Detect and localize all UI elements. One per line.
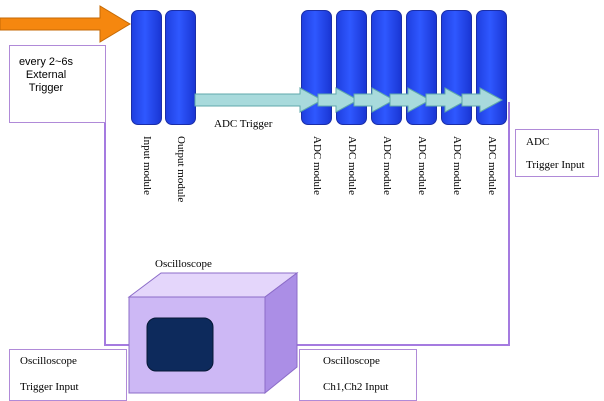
oscilloscope-ch-input-box: Oscilloscope Ch1,Ch2 Input <box>299 349 417 401</box>
external-trigger-arrow <box>0 5 131 43</box>
oscilloscope-ch-input-line1: Oscilloscope <box>323 355 380 367</box>
adc-module-6 <box>476 10 507 125</box>
adc-module-5 <box>441 10 472 125</box>
oscilloscope-ch-input-line2: Ch1,Ch2 Input <box>323 381 389 393</box>
adc-module-label-1: ADC module <box>311 136 323 195</box>
adc-module-label-2: ADC module <box>346 136 358 195</box>
external-trigger-box: every 2~6s External Trigger <box>9 45 106 123</box>
input-module-label: Input module <box>141 136 153 195</box>
external-trigger-line2: External <box>25 69 67 81</box>
adc-module-1 <box>301 10 332 125</box>
adc-trigger-input-line2: Trigger Input <box>526 159 585 171</box>
adc-module-label-3: ADC module <box>381 136 393 195</box>
oscilloscope-screen <box>146 317 214 372</box>
adc-module-4 <box>406 10 437 125</box>
oscilloscope-trigger-input-line1: Oscilloscope <box>20 355 77 367</box>
adc-output-wire <box>216 102 510 351</box>
oscilloscope-title: Oscilloscope <box>155 258 212 270</box>
oscilloscope-icon <box>127 272 299 395</box>
output-module <box>165 10 196 125</box>
external-trigger-line1: every 2~6s <box>18 56 74 68</box>
adc-module-2 <box>336 10 367 125</box>
adc-module-3 <box>371 10 402 125</box>
oscilloscope-trigger-input-line2: Trigger Input <box>20 381 79 393</box>
adc-trigger-label: ADC Trigger <box>214 118 273 130</box>
adc-module-label-6: ADC module <box>486 136 498 195</box>
adc-module-label-5: ADC module <box>451 136 463 195</box>
adc-trigger-input-box: ADC Trigger Input <box>515 129 599 177</box>
adc-trigger-input-line1: ADC <box>526 136 550 148</box>
oscilloscope-trigger-input-box: Oscilloscope Trigger Input <box>9 349 127 401</box>
output-module-label: Output module <box>175 136 187 203</box>
adc-module-label-4: ADC module <box>416 136 428 195</box>
input-module <box>131 10 162 125</box>
external-trigger-line3: Trigger <box>28 82 64 94</box>
